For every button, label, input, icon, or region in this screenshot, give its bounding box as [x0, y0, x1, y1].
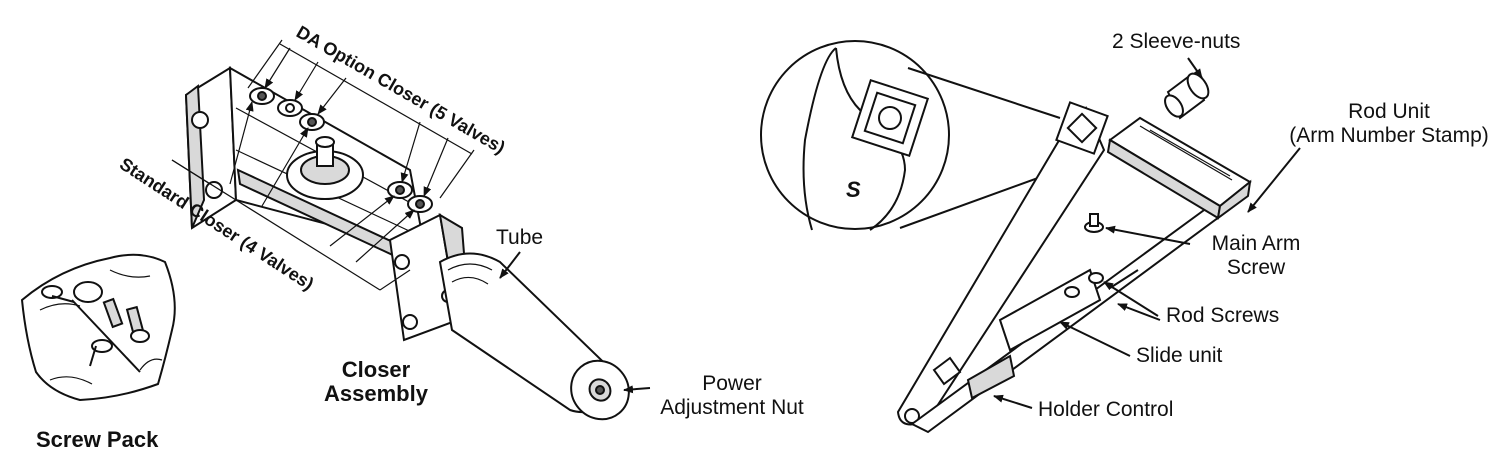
sleeve-nut-icon: [1164, 72, 1210, 120]
rod-screws-label: Rod Screws: [1166, 304, 1280, 327]
rod-screws-pointer-2: [1117, 303, 1161, 321]
closer-assembly-line-1: Closer: [341, 357, 411, 382]
standard-closer-bracket: [171, 101, 415, 291]
rod-unit-line-1: Rod Unit: [1348, 100, 1430, 123]
stamp-letter: S: [846, 177, 861, 202]
main-arm-screw-label: Main Arm Screw: [1196, 232, 1316, 280]
da-option-bracket: [247, 39, 475, 199]
power-label-line-2: Adjustment Nut: [660, 396, 804, 419]
main-arm-line-1: Main Arm: [1211, 232, 1301, 255]
magnifier-detail-icon: [760, 40, 1061, 231]
closer-assembly-icon: [184, 66, 630, 421]
rod-unit-pointer: [1247, 147, 1301, 213]
tube-pointer: [499, 251, 521, 279]
screw-pack-label: Screw Pack: [36, 427, 159, 452]
holder-control-pointer: [993, 394, 1033, 409]
slide-unit-pointer: [1059, 321, 1131, 357]
closer-assembly-line-2: Assembly: [324, 381, 428, 406]
power-label-line-1: Power: [702, 372, 762, 395]
sleeve-nuts-label: 2 Sleeve-nuts: [1112, 30, 1241, 53]
rod-unit-label: Rod Unit (Arm Number Stamp): [1278, 100, 1500, 148]
main-arm-screw-pointer: [1105, 225, 1191, 245]
arm-assembly-icon: [896, 101, 1252, 434]
power-nut-pointer: [623, 385, 651, 394]
sleeve-nut-pointer: [1187, 57, 1203, 79]
rod-screws-pointer-1: [1103, 281, 1159, 317]
closer-assembly-label: Closer Assembly: [306, 358, 446, 406]
rod-unit-line-2: (Arm Number Stamp): [1289, 124, 1489, 147]
main-arm-line-2: Screw: [1226, 256, 1286, 279]
holder-control-label: Holder Control: [1038, 398, 1174, 421]
screw-pack-icon: [20, 253, 176, 402]
slide-unit-label: Slide unit: [1136, 344, 1223, 367]
tube-label: Tube: [496, 226, 544, 249]
power-adjustment-nut-label: Power Adjustment Nut: [652, 372, 812, 420]
